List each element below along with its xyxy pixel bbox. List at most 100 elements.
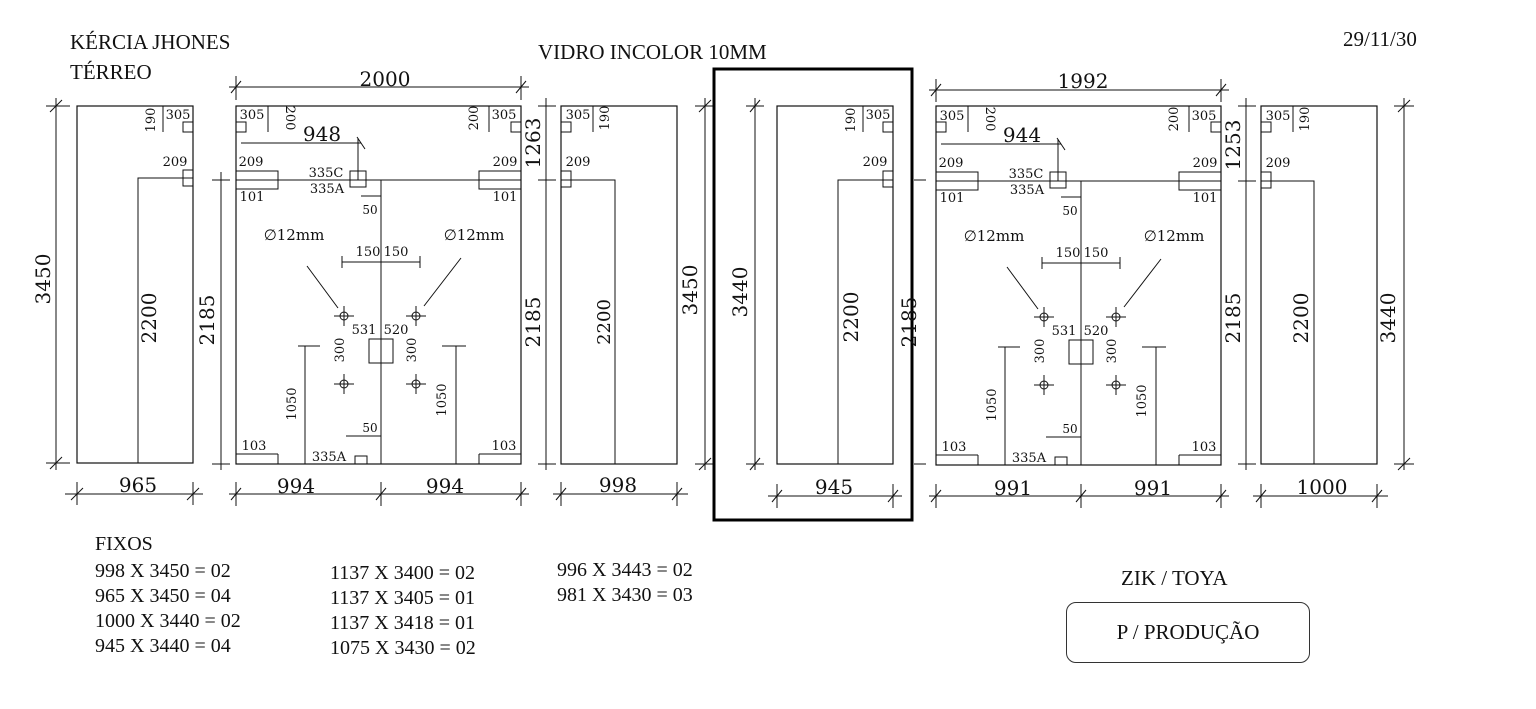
svg-text:200: 200: [467, 106, 482, 131]
panel-3-height: 2185: [521, 297, 545, 348]
panel-4-door: [837, 179, 893, 464]
svg-text:209: 209: [939, 156, 964, 171]
panel-1-outline: [76, 105, 194, 464]
list-item: 1137 X 3418 = 01: [330, 612, 475, 634]
svg-text:50: 50: [1062, 422, 1077, 436]
panel-4-width: 945: [815, 475, 853, 499]
panel-3-outline: [560, 105, 678, 465]
svg-text:520: 520: [384, 323, 409, 338]
svg-text:∅12mm: ∅12mm: [964, 227, 1025, 245]
svg-text:∅12mm: ∅12mm: [444, 226, 505, 244]
svg-text:50: 50: [362, 203, 377, 217]
svg-text:520: 520: [1084, 324, 1109, 339]
floor-label: TÉRREO: [70, 60, 152, 84]
svg-text:300: 300: [1033, 339, 1048, 364]
panel-1-width: 965: [119, 473, 157, 497]
svg-text:∅12mm: ∅12mm: [1144, 227, 1205, 245]
list-item: 998 X 3450 = 02: [95, 560, 231, 582]
date-label: 29/11/30: [1343, 27, 1417, 51]
svg-text:209: 209: [863, 155, 888, 170]
svg-text:209: 209: [1193, 156, 1218, 171]
svg-text:335A: 335A: [312, 450, 347, 465]
svg-text:150: 150: [384, 245, 409, 260]
svg-text:991: 991: [1134, 476, 1172, 500]
svg-text:150: 150: [1084, 246, 1109, 261]
svg-text:335A: 335A: [310, 182, 345, 197]
panel-3-width: 998: [599, 473, 637, 497]
svg-text:103: 103: [492, 439, 517, 454]
svg-text:209: 209: [493, 155, 518, 170]
svg-text:190: 190: [844, 108, 859, 133]
svg-text:209: 209: [566, 155, 591, 170]
svg-text:103: 103: [942, 440, 967, 455]
svg-text:2200: 2200: [839, 292, 863, 343]
material-label: VIDRO INCOLOR 10MM: [538, 40, 767, 64]
panel-6: 2185 2200 3440 1000 305 190 209: [1221, 98, 1414, 508]
panel-6-outline: [1260, 105, 1378, 465]
svg-text:1050: 1050: [1135, 384, 1150, 417]
svg-text:∅12mm: ∅12mm: [264, 226, 325, 244]
list-item: 1000 X 3440 = 02: [95, 610, 241, 632]
list-item: 1137 X 3400 = 02: [330, 562, 475, 584]
panel-5: 1992 944 1253 991 991 305 200 200 305 20…: [929, 69, 1245, 508]
svg-text:300: 300: [405, 338, 420, 363]
svg-text:305: 305: [566, 108, 591, 123]
svg-text:2200: 2200: [594, 299, 615, 345]
svg-text:209: 209: [239, 155, 264, 170]
svg-text:150: 150: [356, 245, 381, 260]
svg-text:994: 994: [277, 474, 315, 498]
svg-text:200: 200: [282, 106, 297, 131]
panel-4-height: 3440: [728, 267, 752, 318]
panel-4-outline: [776, 105, 894, 465]
svg-text:209: 209: [163, 155, 188, 170]
svg-text:991: 991: [994, 476, 1032, 500]
panel-3-door: [561, 179, 616, 464]
svg-text:335C: 335C: [1009, 167, 1044, 182]
panel-6-door: [1261, 180, 1315, 464]
svg-text:200: 200: [1167, 107, 1182, 132]
svg-text:1050: 1050: [985, 388, 1000, 421]
svg-text:305: 305: [1266, 109, 1291, 124]
list-item: 1075 X 3430 = 02: [330, 637, 476, 659]
panel-1: 3450 2200 965 190 305 209: [31, 98, 203, 505]
fixos-list-col2: 1137 X 3400 = 02 1137 X 3405 = 01 1137 X…: [330, 561, 476, 661]
panel-1-door: [137, 177, 193, 463]
panel-2-outline: [235, 105, 522, 465]
svg-text:103: 103: [1192, 440, 1217, 455]
panel-2-height: 2185: [195, 295, 219, 346]
client-name: KÉRCIA JHONES: [70, 30, 231, 54]
svg-text:531: 531: [1052, 324, 1077, 339]
svg-text:335C: 335C: [309, 166, 344, 181]
svg-text:305: 305: [492, 108, 517, 123]
production-stamp: P / PRODUÇÃO: [1066, 602, 1310, 663]
svg-text:3450: 3450: [678, 265, 702, 316]
svg-text:1253: 1253: [1221, 120, 1245, 171]
svg-text:335A: 335A: [1012, 451, 1047, 466]
svg-text:300: 300: [333, 338, 348, 363]
svg-text:101: 101: [940, 191, 965, 206]
svg-text:190: 190: [1298, 107, 1313, 132]
svg-text:305: 305: [866, 108, 891, 123]
panel-4: 3440 2200 2185 945 190 305 209: [712, 67, 926, 522]
svg-text:305: 305: [166, 108, 191, 123]
panel-1-height: 3450: [31, 254, 55, 305]
svg-text:948: 948: [303, 122, 341, 146]
svg-text:101: 101: [493, 190, 518, 205]
svg-text:1050: 1050: [285, 387, 300, 420]
panel-2: 2000 2185 948 994 994 305 200 200 305 20…: [195, 67, 529, 506]
svg-text:200: 200: [982, 107, 997, 132]
list-item: 1137 X 3405 = 01: [330, 587, 475, 609]
svg-text:1263: 1263: [521, 118, 545, 169]
panel-5-outline: [935, 105, 1222, 466]
fixos-list-col3: 996 X 3443 = 02 981 X 3430 = 03: [557, 558, 693, 608]
svg-text:190: 190: [144, 108, 159, 133]
list-item: 945 X 3440 = 04: [95, 635, 231, 657]
fixos-title: FIXOS: [95, 533, 153, 555]
svg-text:190: 190: [598, 106, 613, 131]
list-item: 965 X 3450 = 04: [95, 585, 231, 607]
svg-text:101: 101: [240, 190, 265, 205]
svg-text:2200: 2200: [1289, 293, 1313, 344]
panel-5-total-width: 1992: [1058, 69, 1109, 93]
fixos-list-col1: 998 X 3450 = 02 965 X 3450 = 04 1000 X 3…: [95, 559, 241, 659]
